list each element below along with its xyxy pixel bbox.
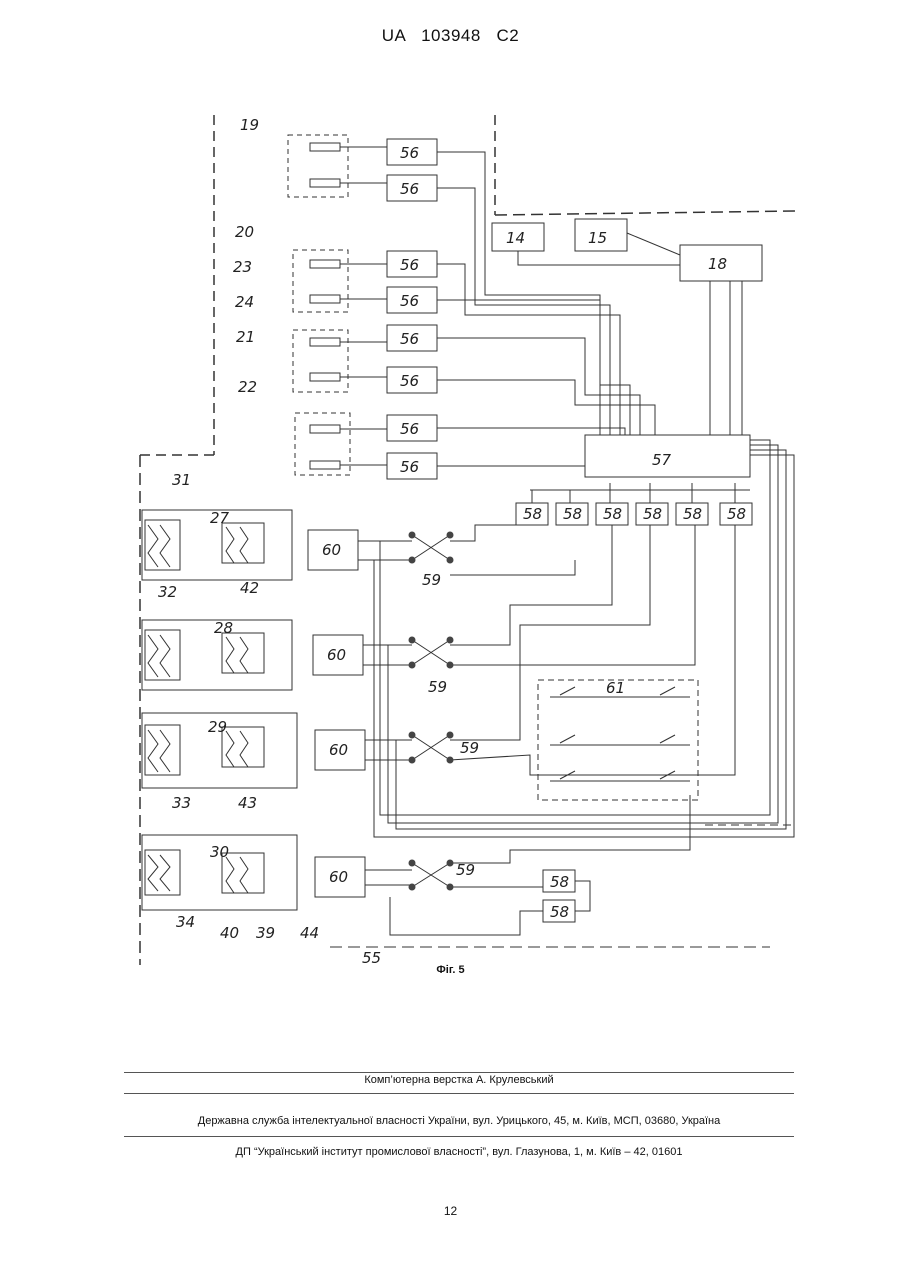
label-56: 56 — [400, 180, 419, 198]
label-57: 57 — [652, 451, 672, 469]
circuit-diagram: 19 20 23 24 21 22 14 15 18 57 56 56 56 5… — [130, 105, 810, 965]
figure-caption: Фіг. 5 — [0, 964, 901, 976]
label-30: 30 — [210, 843, 229, 861]
divider — [124, 1136, 794, 1137]
label-59: 59 — [422, 571, 441, 589]
label-60: 60 — [329, 868, 348, 886]
label-33: 33 — [172, 794, 191, 812]
label-31: 31 — [172, 471, 191, 489]
label-22: 22 — [238, 378, 257, 396]
label-20: 20 — [235, 223, 254, 241]
label-56: 56 — [400, 256, 419, 274]
page-number: 12 — [0, 1204, 901, 1218]
label-29: 29 — [208, 718, 227, 736]
label-14: 14 — [506, 229, 525, 247]
label-58: 58 — [550, 903, 569, 921]
label-55: 55 — [362, 949, 381, 965]
label-23: 23 — [233, 258, 252, 276]
label-43: 43 — [238, 794, 257, 812]
label-58: 58 — [563, 505, 582, 523]
office-address: Державна служба інтелектуальної власност… — [124, 1115, 794, 1127]
label-58: 58 — [523, 505, 542, 523]
label-21: 21 — [236, 328, 255, 346]
label-28: 28 — [214, 619, 233, 637]
label-56: 56 — [400, 330, 419, 348]
label-58: 58 — [643, 505, 662, 523]
label-42: 42 — [240, 579, 259, 597]
label-56: 56 — [400, 458, 419, 476]
label-40: 40 — [220, 924, 239, 942]
label-56: 56 — [400, 292, 419, 310]
label-39: 39 — [256, 924, 275, 942]
label-32: 32 — [158, 583, 177, 601]
label-56: 56 — [400, 144, 419, 162]
label-58: 58 — [683, 505, 702, 523]
label-19: 19 — [240, 116, 259, 134]
label-59: 59 — [456, 861, 475, 879]
label-56: 56 — [400, 420, 419, 438]
label-58: 58 — [603, 505, 622, 523]
divider — [124, 1093, 794, 1094]
label-56: 56 — [400, 372, 419, 390]
label-15: 15 — [588, 229, 607, 247]
label-58: 58 — [727, 505, 746, 523]
patent-number: UA 103948 C2 — [0, 26, 901, 46]
label-59: 59 — [428, 678, 447, 696]
typesetting-credit: Комп’ютерна верстка А. Крулевський — [124, 1074, 794, 1086]
label-59: 59 — [460, 739, 479, 757]
divider — [124, 1072, 794, 1073]
label-24: 24 — [235, 293, 254, 311]
label-60: 60 — [329, 741, 348, 759]
label-60: 60 — [327, 646, 346, 664]
label-61: 61 — [606, 679, 625, 697]
label-18: 18 — [708, 255, 727, 273]
label-44: 44 — [300, 924, 319, 942]
label-58: 58 — [550, 873, 569, 891]
label-27: 27 — [210, 509, 230, 527]
label-34: 34 — [176, 913, 195, 931]
institute-address: ДП “Український інститут промислової вла… — [124, 1146, 794, 1158]
label-60: 60 — [322, 541, 341, 559]
